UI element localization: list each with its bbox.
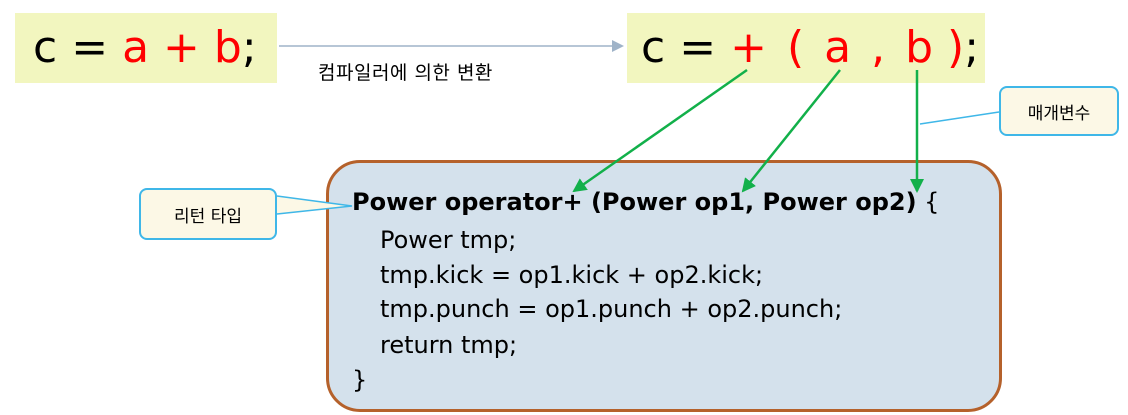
parameters-callout: 매개변수 bbox=[999, 86, 1119, 136]
code-line: Power tmp; bbox=[380, 226, 517, 254]
expr-operator-plus: + bbox=[730, 22, 767, 73]
return-type-callout: 리턴 타입 bbox=[139, 188, 277, 240]
callout-label: 리턴 타입 bbox=[174, 206, 242, 227]
expr-equals: = bbox=[71, 22, 109, 73]
expr-equals: = bbox=[679, 22, 717, 73]
expr-a: a bbox=[122, 22, 150, 73]
expr-lparen: ( bbox=[786, 22, 805, 73]
expr-b: b bbox=[213, 22, 242, 73]
expr-plus: + bbox=[163, 22, 200, 73]
parameters-callout-pointer bbox=[919, 111, 1000, 125]
expr-c: c bbox=[33, 22, 58, 73]
expr-semicolon: ; bbox=[964, 22, 980, 73]
expr-c: c bbox=[641, 22, 666, 73]
code-line: tmp.punch = op1.punch + op2.punch; bbox=[380, 295, 843, 323]
operator-function-code-box bbox=[326, 160, 1002, 412]
code-signature-line: Power operator+ (Power op1, Power op2) { bbox=[352, 190, 939, 214]
expr-comma: , bbox=[871, 22, 886, 73]
return-type-callout-pointer bbox=[276, 195, 353, 215]
code-line: tmp.kick = op1.kick + op2.kick; bbox=[380, 261, 764, 289]
expr-b: b bbox=[905, 22, 934, 73]
original-expression: c = a + b ; bbox=[15, 13, 277, 83]
function-signature: Power operator+ (Power op1, Power op2) bbox=[352, 188, 917, 216]
arrow-a-to-op1 bbox=[741, 69, 841, 193]
expr-a: a bbox=[824, 22, 852, 73]
callout-label: 매개변수 bbox=[1027, 103, 1091, 124]
arrow-operator-to-name bbox=[572, 68, 748, 193]
code-close-brace: } bbox=[352, 366, 368, 394]
transformed-expression: c = + ( a , b ) ; bbox=[627, 13, 985, 83]
open-brace: { bbox=[916, 188, 940, 216]
expr-rparen: ) bbox=[947, 22, 965, 73]
expr-semicolon: ; bbox=[241, 22, 257, 73]
transform-caption: 컴파일러에 의한 변환 bbox=[318, 62, 493, 84]
code-line: return tmp; bbox=[380, 331, 518, 359]
